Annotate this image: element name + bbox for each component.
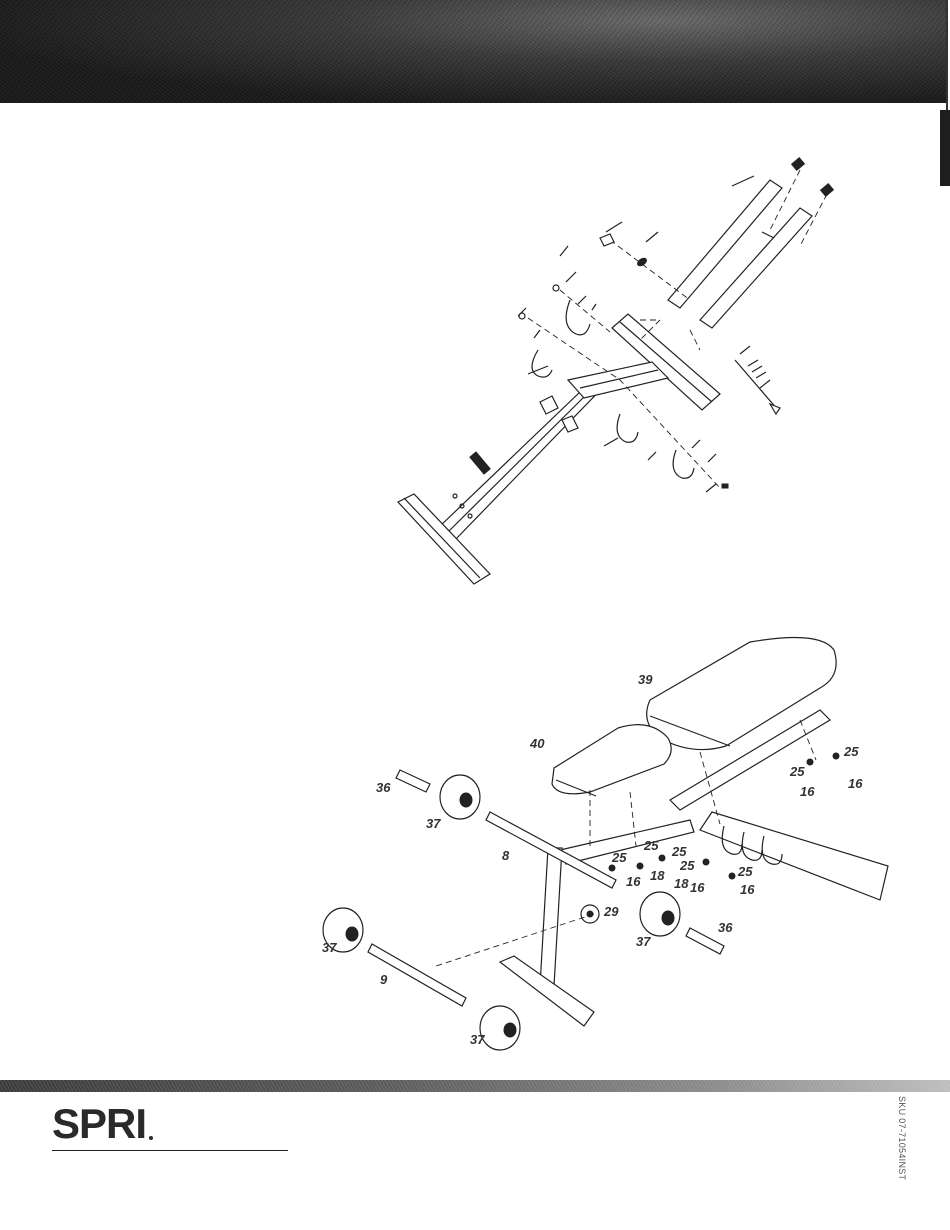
roller-sleeve-1: [396, 770, 430, 792]
bottom-bench-diagram: 39 40 36 37 8 25 25 25 25 25 25 25 16 16…: [322, 638, 888, 1051]
upper-rail-left: [668, 180, 782, 308]
callout-25f: 25: [679, 858, 695, 873]
callout-39: 39: [638, 672, 653, 687]
j-hook-2: [532, 350, 552, 377]
sku-code: SKU 07-71054INST: [893, 1096, 907, 1206]
logo-trademark-dot: [149, 1136, 153, 1140]
callout-25e: 25: [671, 844, 687, 859]
callout-37c: 37: [322, 940, 337, 955]
brand-logo: SPRI: [52, 1100, 146, 1148]
callout-37d: 37: [470, 1032, 485, 1047]
support-upright: [540, 848, 562, 986]
callout-25d: 25: [643, 838, 659, 853]
callout-25b: 25: [789, 764, 805, 779]
callout-36a: 36: [376, 780, 391, 795]
seat-pad: [552, 725, 671, 794]
callout-16e: 16: [740, 882, 755, 897]
j-hook-4: [673, 450, 694, 478]
callout-9: 9: [380, 972, 388, 987]
callout-25a: 25: [843, 744, 859, 759]
callout-36b: 36: [718, 920, 733, 935]
footer-texture-band: [0, 1080, 950, 1092]
callout-40: 40: [529, 736, 545, 751]
callout-8: 8: [502, 848, 510, 863]
callout-16c: 16: [626, 874, 641, 889]
upper-rail-right: [700, 208, 812, 328]
assembly-diagrams: 39 40 36 37 8 25 25 25 25 25 25 25 16 16…: [0, 0, 950, 1080]
callout-29: 29: [603, 904, 619, 919]
roller-pad-1: [440, 775, 480, 819]
callout-16d: 16: [690, 880, 705, 895]
callout-25g: 25: [737, 864, 753, 879]
callout-16b: 16: [800, 784, 815, 799]
callout-18b: 18: [674, 876, 689, 891]
callout-16a: 16: [848, 776, 863, 791]
top-frame-diagram: [398, 158, 833, 584]
j-hook-3: [617, 414, 638, 442]
roller-pad-2: [640, 892, 680, 936]
callout-37b: 37: [636, 934, 651, 949]
callout-25c: 25: [611, 850, 627, 865]
callout-18a: 18: [650, 868, 665, 883]
logo-underline: [52, 1150, 288, 1151]
callout-37a: 37: [426, 816, 441, 831]
